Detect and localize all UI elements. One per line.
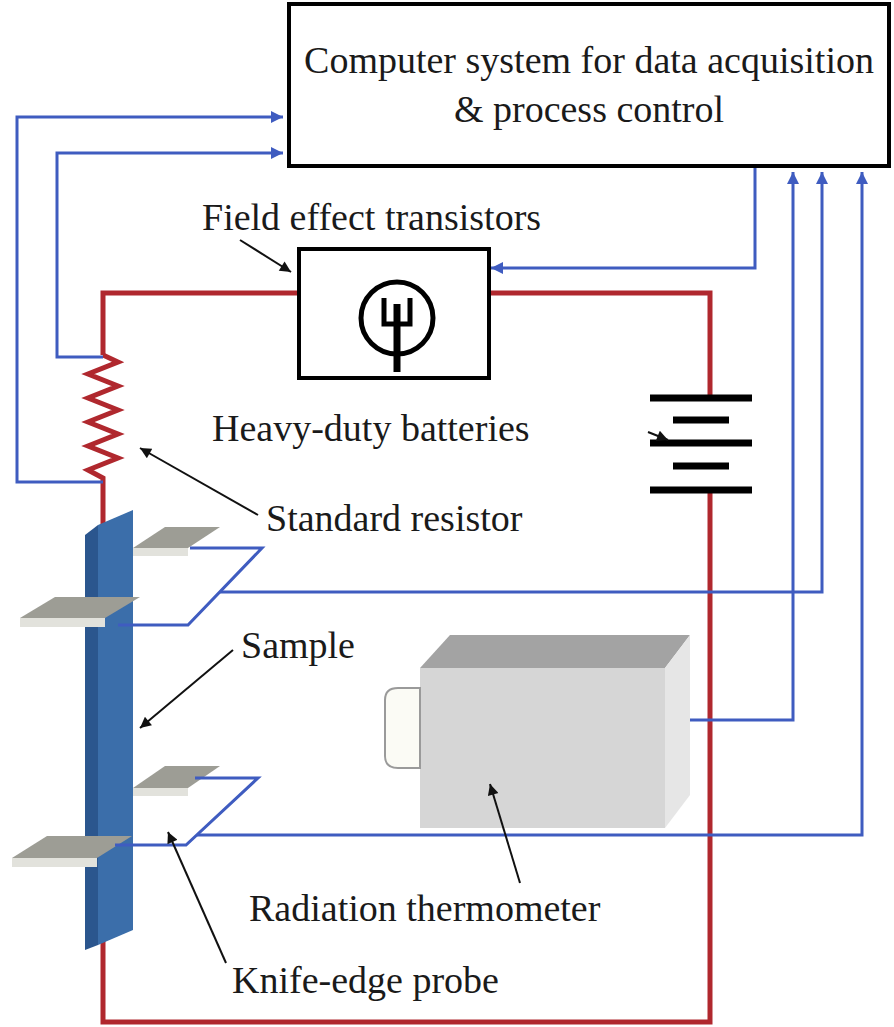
signal-wire [57,153,283,357]
battery-plate [650,440,752,447]
circuit-wire [103,293,297,355]
probe-plate [133,527,220,548]
knife-edge-probes [12,527,220,867]
leader-line [168,832,226,963]
thermometer-label: Radiation thermometer [247,888,602,930]
transistor-stem [394,304,401,372]
thermometer-body [385,635,690,828]
probe-wire [115,778,258,845]
leader-line [648,432,668,440]
battery-symbol [650,398,752,490]
signal-wire [676,172,793,720]
battery-plate [650,487,752,494]
battery-label: Heavy-duty batteries [210,408,532,450]
circuit-wire [491,293,710,398]
probe-plate [12,836,132,858]
leader-line [140,650,233,728]
battery-plate [673,417,729,424]
box-heading: Field effect transistors [202,197,541,239]
probe-edge [133,788,188,796]
thermometer-top [420,635,690,668]
transistor-box: Field effect transistors [297,247,491,380]
circuit-wire [88,293,710,1022]
probe-plate [20,597,140,618]
sample-plate [85,510,133,950]
battery-plate [673,463,729,470]
signal-wire [17,117,862,835]
leader-line [240,240,291,272]
probe-edge [20,618,105,627]
resistor-label: Standard resistor [264,498,524,540]
probe-wire [115,548,262,845]
leader-line [140,448,258,515]
leader-line [140,240,668,963]
thermometer-front [420,668,665,828]
sample-side [85,525,98,950]
probe-label: Knife-edge probe [230,960,501,1002]
transistor-symbol [361,282,433,372]
probe-edge [133,548,188,556]
sample-label: Sample [239,625,357,667]
probe-edge [12,858,97,867]
computer-box: Computer system for data acquisition & p… [287,2,891,168]
circuit-wire [103,485,710,1022]
thermometer-lens [385,688,420,768]
probe-wire [118,548,262,625]
sample-face [98,510,133,945]
thermometer-side [665,635,690,828]
signal-wire [197,172,862,835]
resistor-symbol [88,355,118,485]
battery-plate [650,395,752,402]
leader-line [490,784,520,883]
box-text: Computer system for data acquisition & p… [303,36,875,135]
